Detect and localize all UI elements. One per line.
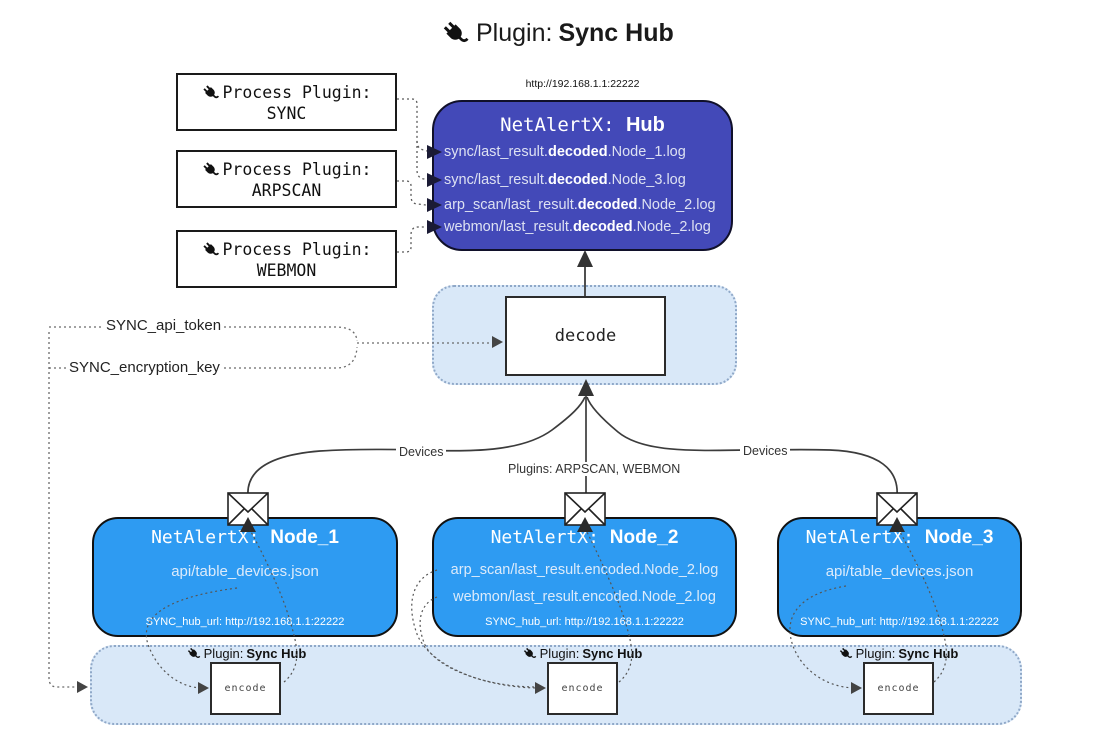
node-3-hub-url: SYNC_hub_url: http://192.168.1.1:22222: [800, 616, 999, 628]
process-plugin-label: Process Plugin:: [222, 159, 372, 179]
plug-icon: [838, 646, 853, 661]
process-plugin-arpscan: Process Plugin: ARPSCAN: [176, 150, 397, 208]
process-plugin-sync: Process Plugin: SYNC: [176, 73, 397, 131]
decode-box: decode: [505, 296, 666, 376]
page-title-prefix: Plugin:: [476, 18, 553, 47]
hub-box: [432, 100, 733, 251]
plug-icon: [201, 83, 220, 102]
process-plugin-name: ARPSCAN: [251, 181, 322, 201]
node-2-file: webmon/last_result.encoded.Node_2.log: [453, 589, 716, 605]
node-1-title: NetAlertX: Node_1: [151, 527, 339, 548]
node-3-title: NetAlertX: Node_3: [805, 527, 994, 548]
process-plugin-name: WEBMON: [256, 261, 317, 281]
node-to-decode-wires: [247, 388, 898, 497]
process-plugin-label: Process Plugin:: [222, 239, 372, 259]
process-plugin-name: SYNC: [266, 104, 307, 124]
encoder-2-label: Plugin:Sync Hub: [517, 646, 647, 661]
hub-title-name: Hub: [625, 114, 665, 136]
plug-icon: [201, 240, 220, 259]
edge-label-plugins: Plugins: ARPSCAN, WEBMON: [505, 462, 684, 476]
process-plugin-webmon: Process Plugin: WEBMON: [176, 230, 397, 288]
encoder-3-label: Plugin:Sync Hub: [833, 646, 963, 661]
page-title-name: Sync Hub: [558, 18, 674, 47]
process-plugin-label: Process Plugin:: [222, 82, 372, 102]
encoder-3-box: encode: [863, 662, 934, 715]
edge-label-devices-right: Devices: [740, 444, 791, 458]
plug-icon: [440, 18, 470, 48]
node-3-file: api/table_devices.json: [825, 563, 974, 580]
decode-to-hub-arrowhead: [577, 250, 593, 267]
node-2-file: arp_scan/last_result.encoded.Node_2.log: [450, 562, 719, 578]
node-1-file: api/table_devices.json: [171, 563, 319, 580]
edge-label-devices-left: Devices: [396, 445, 447, 459]
node-1-hub-url: SYNC_hub_url: http://192.168.1.1:22222: [145, 616, 345, 628]
node-2-hub-url: SYNC_hub_url: http://192.168.1.1:22222: [485, 616, 684, 628]
plug-icon: [522, 646, 537, 661]
node-2-title: NetAlertX: Node_2: [490, 527, 679, 548]
hub-url: http://192.168.1.1:22222: [525, 78, 640, 90]
hub-log-line: arp_scan/last_result.decoded.Node_2.log: [444, 197, 716, 213]
encoder-1-label: Plugin:Sync Hub: [181, 646, 311, 661]
plug-icon: [186, 646, 201, 661]
encoder-2-box: encode: [547, 662, 618, 715]
hub-log-line: sync/last_result.decoded.Node_1.log: [444, 144, 686, 160]
encoder-1-box: encode: [210, 662, 281, 715]
page-title: Plugin: Sync Hub: [440, 18, 674, 48]
config-sync-api-token: SYNC_api_token: [103, 317, 225, 334]
hub-log-line: webmon/last_result.decoded.Node_2.log: [444, 219, 711, 235]
config-sync-encryption-key: SYNC_encryption_key: [66, 359, 223, 376]
node-1-box: [92, 517, 398, 637]
hub-title: NetAlertX: Hub: [432, 114, 733, 137]
plug-icon: [201, 160, 220, 179]
hub-log-line: sync/last_result.decoded.Node_3.log: [444, 172, 686, 188]
plugin-to-hub-wires: [397, 98, 428, 253]
hub-title-prefix: NetAlertX:: [500, 114, 615, 136]
strip-in-arrowhead: [77, 681, 88, 693]
